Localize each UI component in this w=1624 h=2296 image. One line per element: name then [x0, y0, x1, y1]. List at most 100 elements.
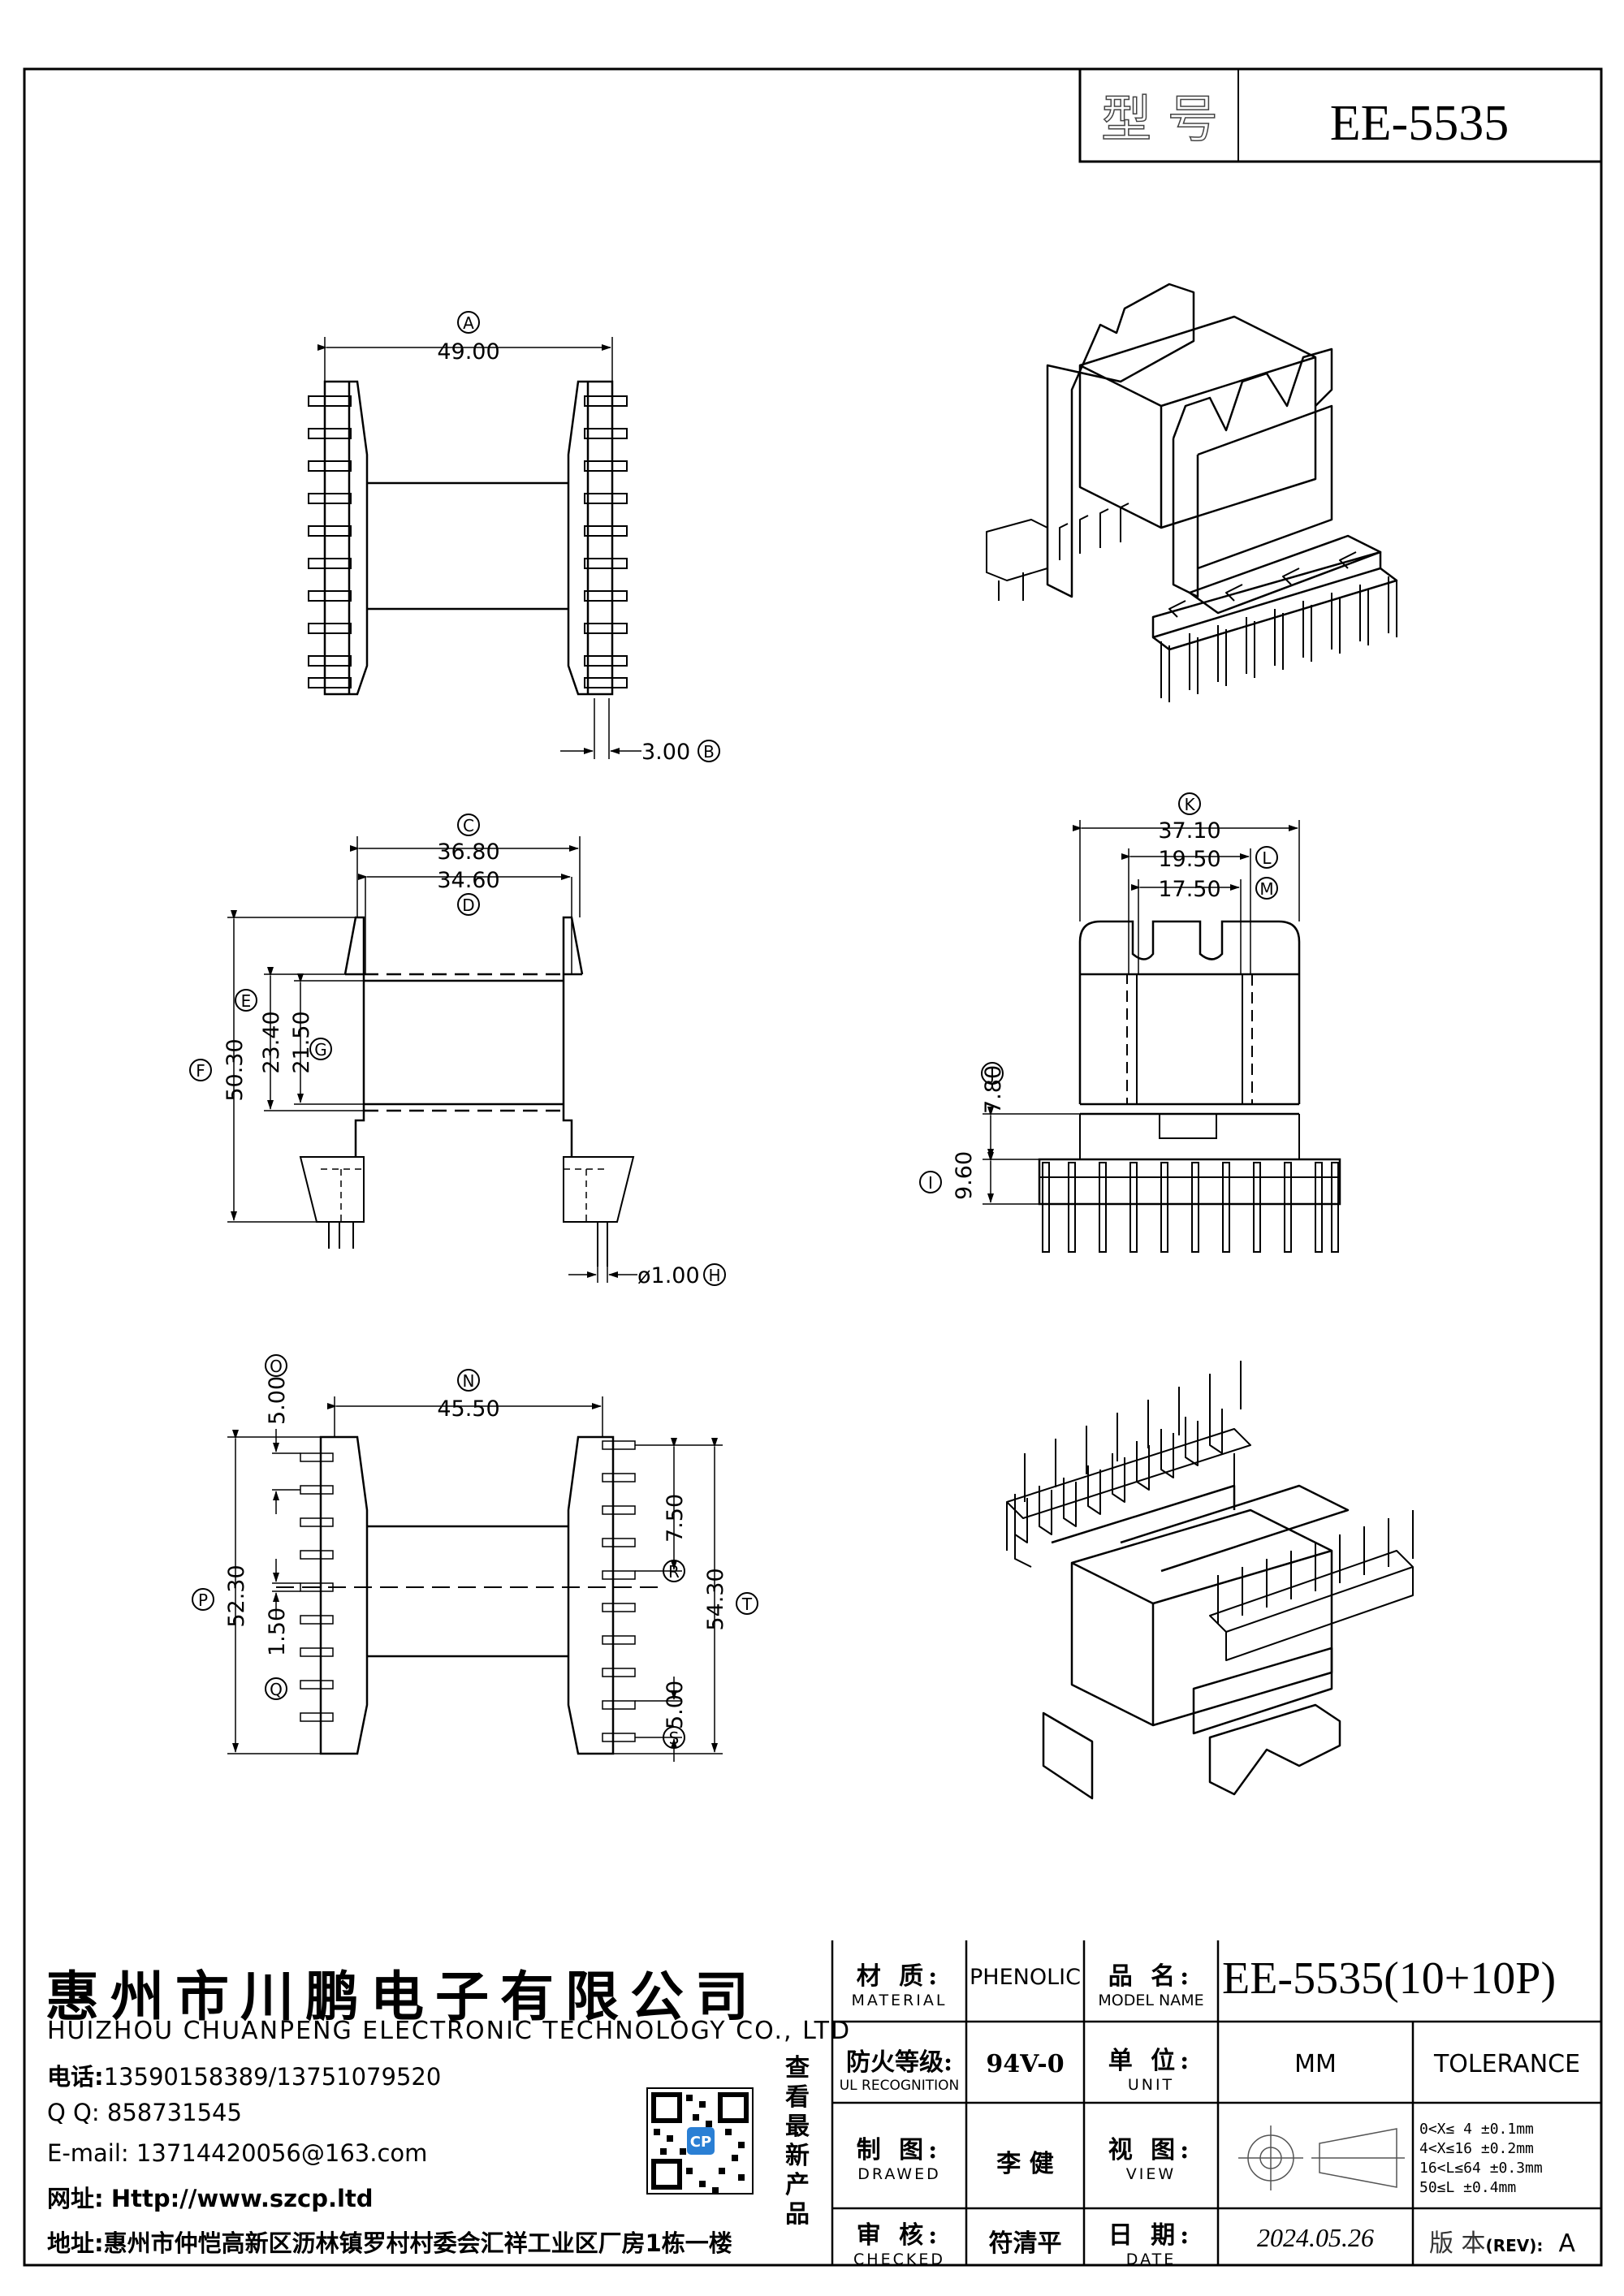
dim-H: ø1.00 H: [637, 1263, 726, 1288]
dim-O-letter: O: [270, 1357, 283, 1376]
dim-O-value: 5.00: [265, 1376, 290, 1425]
dim-E-letter: E: [241, 991, 252, 1011]
dim-N: N 45.50: [437, 1369, 500, 1422]
material-label-en: MATERIAL: [851, 1992, 948, 2009]
qq-label: Q Q:: [47, 2099, 100, 2126]
dim-C-value: 36.80: [437, 839, 499, 865]
dim-T-value: 54.30: [703, 1568, 728, 1630]
drawn-label-cell: 制 图: DRAWED: [832, 2107, 966, 2208]
dim-C-letter: C: [463, 816, 474, 835]
dim-T-letter: T: [741, 1595, 753, 1614]
dim-J: 7.80 J: [981, 1062, 1006, 1114]
dim-S-value: 5.00: [663, 1681, 688, 1729]
ul-label-cell: 防火等级: UL RECOGNITION: [832, 2026, 966, 2103]
dim-F: 50.30 F: [189, 1038, 248, 1102]
model-name-label-cn: 品 名:: [1108, 1962, 1194, 1991]
date-label-en: DATE: [1125, 2251, 1177, 2268]
model-name-value: EE-5535(10+10P): [1222, 1953, 1557, 2004]
dim-M: 17.50 M: [1158, 877, 1278, 902]
bottom-view: [227, 1396, 723, 1762]
company-address: 地址:惠州市仲恺高新区沥林镇罗村村委会汇祥工业区厂房1栋一楼: [47, 2225, 732, 2259]
ul-value: 94V-0: [986, 2050, 1065, 2078]
qr-code: CP: [646, 2087, 754, 2195]
dim-D: 34.60 D: [437, 868, 500, 916]
front-view: [983, 820, 1341, 1253]
top-view: [308, 337, 641, 759]
dim-I-value: 9.60: [952, 1151, 977, 1200]
dim-N-value: 45.50: [437, 1396, 499, 1422]
model-label: 型 号: [1101, 89, 1218, 149]
dim-Q-value: 1.50: [265, 1608, 290, 1656]
company-website: 网址: Http://www.szcp.ltd: [47, 2180, 374, 2214]
dim-K-letter: K: [1184, 795, 1195, 814]
tolerance-label: TOLERANCE: [1433, 2050, 1581, 2078]
revision-cell: 版 本(REV): A: [1429, 2223, 1601, 2259]
third-angle-view-icon: [1238, 2126, 1405, 2190]
dim-A-letter: A: [463, 313, 474, 333]
address-label: 地址:: [47, 2229, 104, 2257]
dim-P-value: 52.30: [224, 1564, 249, 1627]
isometric-view-bottom: [1006, 1361, 1414, 1800]
date-value: 2024.05.26: [1257, 2223, 1374, 2252]
dim-L-letter: L: [1262, 848, 1272, 868]
company-email: E-mail: 13714420056@163.com: [47, 2139, 427, 2167]
dim-B: 3.00 B: [641, 740, 720, 765]
model-name-label-cell: 品 名: MODEL NAME: [1084, 1944, 1218, 2022]
dim-S-letter: S: [669, 1728, 680, 1748]
qr-logo-text: CP: [690, 2134, 711, 2151]
dim-E: 23.40 E: [235, 989, 284, 1074]
dim-D-letter: D: [462, 896, 474, 915]
web-value: Http://www.szcp.ltd: [110, 2185, 374, 2212]
model-header-box: 型 号 EE-5535: [1078, 67, 1603, 163]
unit-label-en: UNIT: [1127, 2076, 1175, 2094]
dim-K: K 37.10: [1158, 792, 1221, 844]
ul-label-en: UL RECOGNITION: [839, 2078, 960, 2094]
isometric-view-top: [986, 283, 1398, 702]
dim-A-value: 49.00: [437, 339, 499, 365]
checked-label-cell: 审 核: CHECKED: [832, 2210, 966, 2268]
dim-G: 21.50 G: [289, 1011, 332, 1074]
dim-R: 7.50 R: [663, 1494, 688, 1582]
dim-H-value: ø1.00: [637, 1263, 700, 1288]
company-block: 惠州市川鹏电子有限公司 HUIZHOU CHUANPENG ELECTRONIC…: [24, 1940, 849, 2265]
unit-label-cell: 单 位: UNIT: [1084, 2026, 1218, 2103]
email-value: 13714420056@163.com: [136, 2139, 428, 2167]
dim-E-value: 23.40: [259, 1011, 284, 1073]
checked-label-en: CHECKED: [853, 2251, 945, 2268]
dim-R-letter: R: [668, 1562, 680, 1582]
title-block-grid: [831, 1940, 1601, 2265]
qq-value: 858731545: [106, 2099, 242, 2126]
unit-label-cn: 单 位:: [1108, 2047, 1194, 2075]
drawn-label-cn: 制 图:: [856, 2136, 943, 2164]
dim-C: C 36.80: [437, 814, 500, 865]
company-name-cn: 惠州市川鹏电子有限公司: [45, 1965, 760, 2028]
revision-label-en: (REV):: [1485, 2236, 1544, 2255]
dim-G-letter: G: [314, 1040, 327, 1060]
dim-N-letter: N: [463, 1371, 475, 1391]
dim-B-letter: B: [703, 742, 715, 762]
revision-label-cn: 版 本: [1429, 2229, 1486, 2258]
drawn-value: 李 健: [996, 2150, 1054, 2178]
dim-H-letter: H: [708, 1266, 720, 1285]
tolerance-row-3: 16<L≤64 ±0.3mm: [1419, 2160, 1543, 2177]
view-label-en: VIEW: [1125, 2165, 1177, 2183]
tolerance-row-4: 50≤L ±0.4mm: [1419, 2179, 1517, 2196]
phone-value: 13590158389/13751079520: [103, 2063, 442, 2091]
dim-P-letter: P: [198, 1590, 208, 1610]
checked-value: 符清平: [988, 2229, 1062, 2258]
ul-label-cn: 防火等级:: [845, 2048, 953, 2077]
address-value: 惠州市仲恺高新区沥林镇罗村村委会汇祥工业区厂房1栋一楼: [103, 2229, 732, 2257]
email-label: E-mail:: [47, 2139, 129, 2167]
dim-J-letter: J: [988, 1064, 995, 1084]
dim-G-value: 21.50: [289, 1011, 314, 1073]
dim-O: O 5.00: [265, 1354, 290, 1425]
company-phone: 电话:13590158389/13751079520: [47, 2058, 441, 2092]
revision-value: A: [1558, 2229, 1575, 2258]
material-value: PHENOLIC: [970, 1965, 1081, 1990]
side-section-view: [227, 836, 637, 1283]
dim-S: 5.00 S: [663, 1681, 688, 1749]
dim-Q-letter: Q: [270, 1680, 283, 1699]
sheet-border: [23, 67, 1603, 2267]
view-label-cn: 视 图:: [1108, 2136, 1194, 2164]
